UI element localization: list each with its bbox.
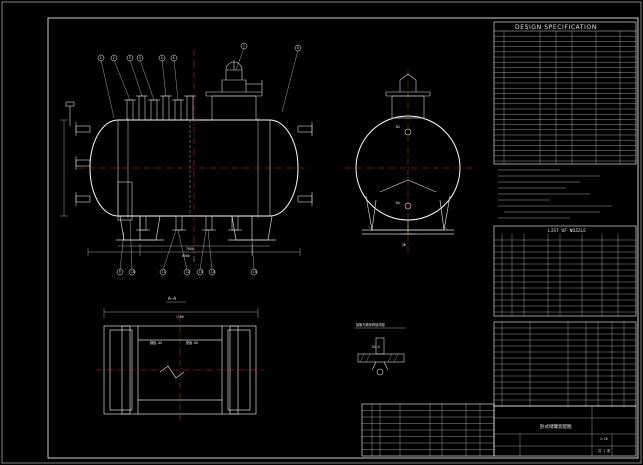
svg-text:N3: N3 bbox=[396, 125, 400, 129]
section-a-a-view: A—A 钢板-δ6 垫板-δ6 1700 bbox=[96, 296, 264, 422]
balloon-number: 7 bbox=[243, 44, 245, 48]
svg-text:2Φ: 2Φ bbox=[402, 243, 406, 247]
svg-text:垫板-δ6: 垫板-δ6 bbox=[186, 340, 198, 345]
nozzle-table-title: LIST OF NOZZLE bbox=[548, 228, 586, 234]
nozzle-table: LIST OF NOZZLE bbox=[493, 225, 637, 317]
bottom-parts-table bbox=[361, 403, 495, 457]
section-a-a-label: A—A bbox=[168, 296, 176, 302]
weld-detail-view: 接管与筒体焊接详图 δ1.6 bbox=[354, 322, 406, 376]
balloon-number: 12 bbox=[186, 270, 190, 274]
balloon-number: 11 bbox=[162, 270, 166, 274]
inner-frame bbox=[47, 17, 639, 459]
svg-text:1700: 1700 bbox=[176, 315, 184, 319]
balloon-number: 3 bbox=[129, 56, 131, 60]
balloon-number: 15 bbox=[253, 270, 257, 274]
title-scale: 1:10 bbox=[600, 437, 608, 441]
front-elevation-view: 7600 6000 bbox=[60, 42, 313, 276]
svg-text:6000: 6000 bbox=[182, 254, 190, 258]
design-specification-table: DESIGN SPECIFICATION bbox=[493, 21, 637, 165]
svg-text:δ1.6: δ1.6 bbox=[372, 345, 380, 349]
balloon-number: 2 bbox=[113, 56, 115, 60]
balloon-number: 14 bbox=[211, 270, 215, 274]
balloon-number: 8 bbox=[297, 46, 299, 50]
design-spec-title: DESIGN SPECIFICATION bbox=[515, 24, 597, 31]
balloon-number: 5 bbox=[161, 56, 163, 60]
technical-notes bbox=[498, 169, 612, 219]
detail-title: 接管与筒体焊接详图 bbox=[356, 322, 385, 327]
balloon-number: 4 bbox=[139, 56, 141, 60]
drawing-title: 卧式储罐装配图 bbox=[540, 423, 572, 430]
title-block: 卧式储罐装配图 1:10 共 1 张 bbox=[493, 405, 637, 457]
svg-text:钢板-δ6: 钢板-δ6 bbox=[150, 340, 162, 345]
balloon-number: 10 bbox=[131, 270, 135, 274]
balloon-number: 1 bbox=[100, 56, 102, 60]
title-sheet: 共 1 张 bbox=[598, 448, 611, 453]
balloon-number: 9 bbox=[119, 270, 121, 274]
side-view: N3 N4 2Φ bbox=[345, 70, 472, 255]
balloon-number: 13 bbox=[199, 270, 203, 274]
balloon-number: 6 bbox=[173, 56, 175, 60]
svg-text:N4: N4 bbox=[396, 201, 400, 205]
svg-text:7600: 7600 bbox=[186, 247, 194, 251]
parts-list-table bbox=[493, 321, 637, 407]
